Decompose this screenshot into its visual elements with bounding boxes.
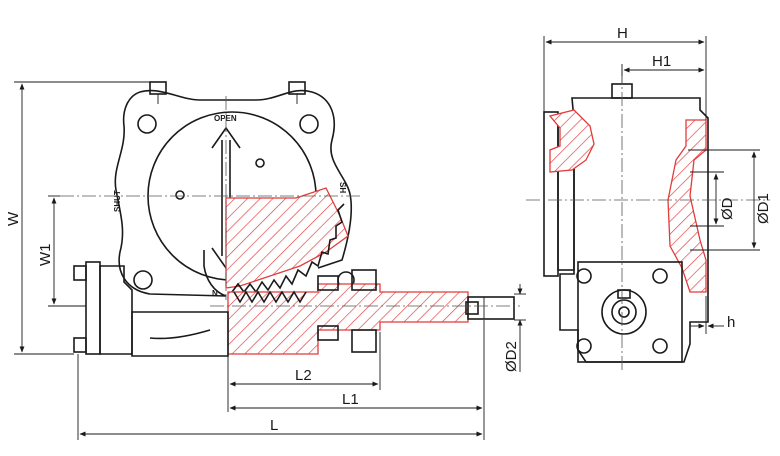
dim-W1: W1 (37, 195, 86, 307)
worm-thread (233, 290, 307, 304)
dim-L2-label: L2 (295, 367, 312, 384)
bolt-hole-bl (133, 270, 153, 290)
side-section-upper (548, 109, 595, 173)
side-view: H H1 ØD ØD1 h (526, 25, 772, 370)
side-shaft-inner (618, 306, 630, 318)
side-shaft-outer (601, 289, 647, 335)
dim-D2-label: ØD2 (503, 341, 520, 372)
front-view: OPEN SHUT SH N W (5, 81, 526, 440)
side-bolt-4 (652, 338, 668, 354)
side-bolt-2 (652, 268, 668, 284)
shut-label: SHUT (113, 190, 122, 212)
dim-L2: L2 (227, 332, 381, 412)
open-label: OPEN (214, 114, 237, 123)
dim-h-label: h (727, 314, 735, 331)
bearing-right-lower (351, 329, 377, 353)
dim-H-label: H (617, 25, 628, 42)
sh-mark: SH (338, 182, 347, 193)
small-hole-1 (255, 158, 265, 168)
mounting-flange (85, 261, 101, 355)
worm-wheel-teeth (231, 203, 345, 294)
worm-wheel-section (225, 187, 349, 289)
dim-L1: L1 (229, 320, 485, 440)
n-mark: N (212, 289, 218, 298)
top-bolt-right (288, 81, 306, 104)
side-shaft-key (617, 289, 631, 299)
dim-h: h (690, 296, 735, 334)
flange-bolt-top (73, 265, 87, 281)
worm-shaft-section (227, 283, 469, 355)
dim-D-label: ØD (719, 197, 736, 220)
bolt-hole-tr (299, 114, 319, 134)
flange-bolt-bottom (73, 337, 87, 353)
dim-H1-label: H1 (652, 53, 671, 70)
dim-H1: H1 (621, 53, 705, 76)
dim-H: H (543, 25, 707, 120)
top-bolt-left (149, 81, 167, 104)
side-flange (543, 111, 559, 277)
bearing-left (317, 275, 339, 291)
bearing-left-lower (317, 325, 339, 341)
side-bolt-1 (576, 268, 592, 284)
dim-W-label: W (5, 211, 22, 226)
dim-L1-label: L1 (342, 391, 359, 408)
dim-D1: ØD1 (751, 151, 772, 249)
dim-W: W (5, 81, 150, 355)
dim-W1-label: W1 (37, 244, 54, 267)
input-shaft (467, 296, 515, 320)
side-section-right (667, 119, 707, 293)
bearing-right (351, 269, 377, 291)
dim-L-label: L (270, 417, 278, 434)
housing-outline (114, 89, 353, 297)
small-hole-2 (175, 190, 185, 200)
base-cover (131, 311, 229, 357)
shaft-key (465, 301, 479, 315)
side-gear-cover (577, 261, 683, 363)
side-bolt-3 (576, 338, 592, 354)
dim-D: ØD (713, 173, 736, 225)
bolt-hole-tl (137, 114, 157, 134)
side-shaft-mid (611, 299, 637, 325)
dim-D1-label: ØD1 (755, 193, 772, 224)
base-body (99, 265, 133, 355)
dim-L: L (77, 354, 483, 440)
dim-D2: ØD2 (503, 284, 526, 372)
